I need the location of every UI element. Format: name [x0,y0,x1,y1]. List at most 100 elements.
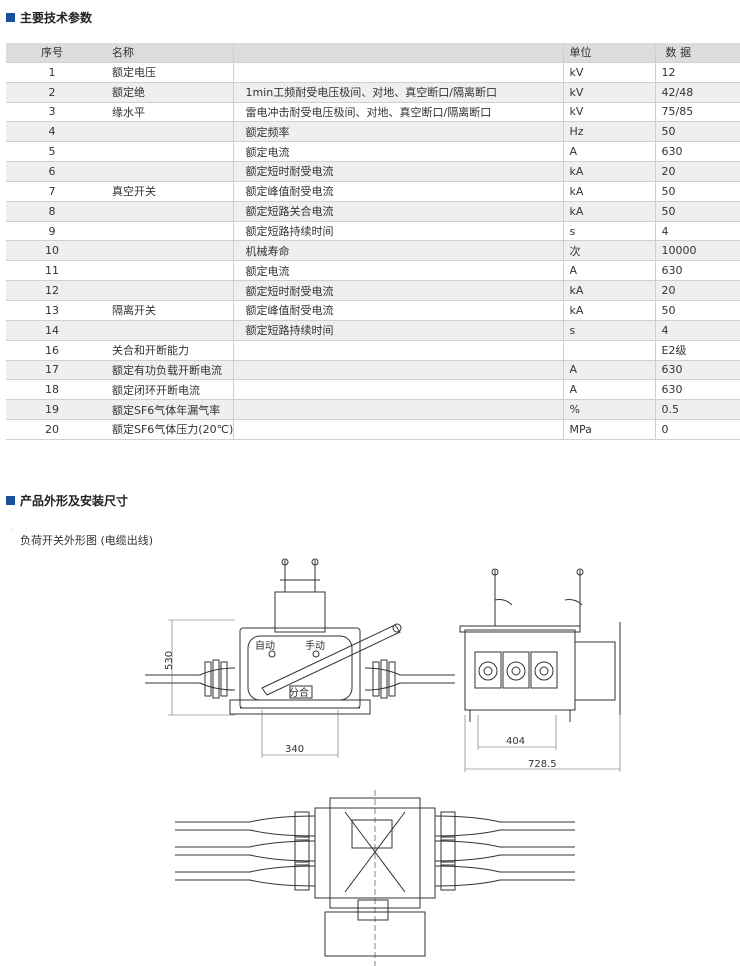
cell-name [98,280,233,301]
cell-unit: s [562,221,655,242]
cell-name: 缘水平 [98,102,233,123]
cell-name [98,320,233,341]
cell-value: E2级 [654,340,740,361]
caption-dot: · [10,526,13,535]
cell-sub [232,399,563,421]
section-title-dimensions: 产品外形及安装尺寸 [6,492,128,509]
cell-value: 0.5 [654,399,740,421]
cell-unit: kA [562,201,655,222]
cell-sub [232,340,563,361]
cell-name: 额定SF6气体压力(20℃) [98,419,233,440]
cell-unit: kA [562,300,655,321]
cell-sub [232,419,563,440]
cell-sub: 额定短路持续时间 [232,320,563,341]
cell-value: 4 [654,320,740,341]
cell-no: 9 [6,221,98,242]
cell-unit: s [562,320,655,341]
cell-no: 3 [6,102,98,123]
header-unit: 单位 [562,43,655,63]
cell-unit: kA [562,161,655,182]
cell-unit: kV [562,82,655,103]
cell-unit: Hz [562,121,655,143]
cell-value: 10000 [654,240,740,262]
header-no: 序号 [6,43,98,63]
cell-sub [232,379,563,401]
cell-name [98,121,233,143]
dim-width-side-total-label: 728.5 [528,759,557,770]
cell-sub: 1min工频耐受电压极间、对地、真空断口/隔离断口 [232,82,563,103]
cell-sub: 额定峰值耐受电流 [232,181,563,202]
cell-sub: 额定短路关合电流 [232,201,563,222]
cell-no: 4 [6,121,98,143]
label-open-close: 分合 [289,686,309,699]
cell-no: 1 [6,62,98,83]
cell-name: 额定电压 [98,62,233,83]
section-title-params: 主要技术参数 [6,9,92,26]
cell-name [98,260,233,282]
cell-no: 14 [6,320,98,341]
cell-no: 7 [6,181,98,202]
cell-value: 630 [654,260,740,282]
cell-no: 16 [6,340,98,361]
cell-value: 50 [654,300,740,321]
section-title-text: 主要技术参数 [20,11,93,25]
cell-unit: A [562,360,655,381]
cell-sub: 雷电冲击耐受电压极间、对地、真空断口/隔离断口 [232,102,563,123]
cell-sub: 额定电流 [232,141,563,163]
cell-unit: % [562,399,655,421]
cell-name [98,221,233,242]
cell-unit: kA [562,181,655,202]
cell-unit: A [562,379,655,401]
cell-no: 20 [6,419,98,440]
section-marker [6,496,15,505]
cell-value: 20 [654,161,740,182]
cell-unit: A [562,141,655,163]
cell-no: 5 [6,141,98,163]
cell-name: 额定SF6气体年漏气率 [98,399,233,421]
side-view [459,568,621,772]
cell-sub: 额定频率 [232,121,563,143]
cell-name: 关合和开断能力 [98,340,233,361]
cell-unit: kV [562,62,655,83]
cell-name: 额定有功负载开断电流 [98,360,233,381]
cell-name [98,141,233,163]
cell-unit: MPa [562,419,655,440]
section-title-text: 产品外形及安装尺寸 [20,494,129,508]
cell-value: 630 [654,141,740,163]
cell-no: 13 [6,300,98,321]
top-view [175,790,575,966]
cell-sub: 额定短时耐受电流 [232,161,563,182]
cell-name [98,240,233,262]
cell-name [98,161,233,182]
cell-no: 17 [6,360,98,381]
cell-no: 19 [6,399,98,421]
cell-sub [232,360,563,381]
header-value: 数 据 [654,43,740,63]
dim-width-side-inner-label: 404 [506,736,525,747]
cell-value: 630 [654,360,740,381]
cell-value: 20 [654,280,740,301]
cell-no: 6 [6,161,98,182]
cell-unit: 次 [562,240,655,262]
front-view [145,558,455,758]
cell-sub [232,62,563,83]
cell-no: 10 [6,240,98,262]
cell-sub: 额定电流 [232,260,563,282]
header-sub [232,43,563,63]
cell-name: 额定绝 [98,82,233,103]
